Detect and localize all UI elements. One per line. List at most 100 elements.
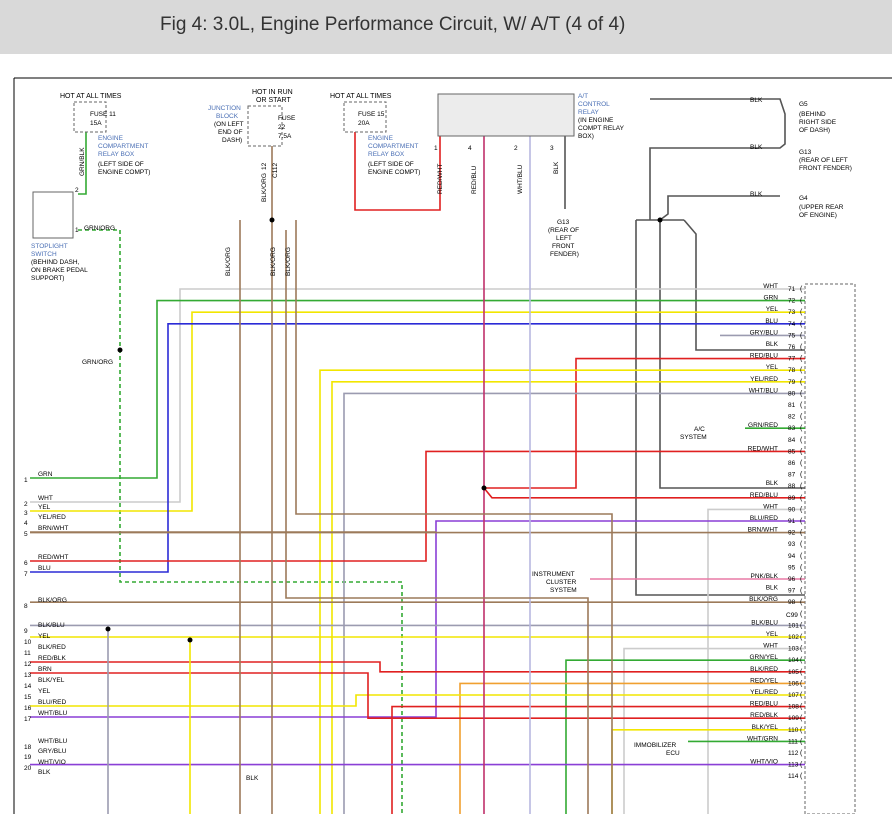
fuse-11-desc-1: ENGINE (98, 135, 124, 142)
right-pin-num: 88 (788, 483, 796, 490)
right-pin-terminal: ( (800, 530, 803, 537)
right-pin-wire: RED/BLK (750, 712, 778, 719)
page-title: Fig 4: 3.0L, Engine Performance Circuit,… (160, 14, 626, 35)
fuse-15-box (343, 101, 387, 133)
right-pin-terminal: ( (800, 657, 803, 664)
right-pin-num: 77 (788, 356, 796, 363)
right-pin-num: 98 (788, 599, 796, 606)
right-pin-terminal: ( (800, 321, 803, 328)
stoplight-loc-1: (BEHIND DASH, (31, 259, 80, 266)
wire-run-20 (623, 647, 805, 814)
right-pin-num: 85 (788, 448, 796, 455)
right-pin-terminal: ( (800, 738, 803, 745)
wire-run-1 (30, 288, 805, 503)
right-pin-terminal: ( (800, 344, 803, 351)
right-pin-num: 94 (788, 553, 796, 560)
right-pin-group: 71WHT(72GRN(73YEL(74BLU(75GRY/BLU(76BLK(… (747, 283, 803, 780)
g13-lower-4: FRONT (552, 243, 574, 250)
fuse-15-name: FUSE 15 (358, 111, 385, 118)
right-pin-terminal: ( (800, 727, 803, 734)
splice-ground (657, 217, 663, 223)
right-pin-num: 109 (788, 715, 799, 722)
right-pin-terminal: ( (800, 414, 803, 421)
fuse-15-rating: 20A (358, 120, 370, 127)
fuse-22-name: FUSE (278, 115, 296, 122)
wire-run-8 (331, 381, 805, 814)
g13-lower-1: G13 (557, 219, 570, 226)
wire-run-22 (30, 661, 805, 673)
wire-run-23 (459, 682, 805, 814)
right-pin-num: 86 (788, 460, 796, 467)
blk-org-vert-c: BLK/ORG (285, 247, 292, 276)
right-pin-terminal: ( (800, 495, 803, 502)
wire-ground-g5-g13 (649, 98, 786, 220)
right-pin-num: 92 (788, 530, 796, 537)
right-pin-num: 89 (788, 495, 796, 502)
right-pin-num: 71 (788, 286, 796, 293)
right-pin-wire: RED/BLU (750, 701, 778, 708)
fuse-11-name: FUSE 11 (90, 111, 116, 118)
left-pin-num: 13 (24, 672, 32, 679)
grn-blk-label: GRN/BLK (79, 147, 86, 176)
left-pin-num: 16 (24, 705, 32, 712)
right-pin-num: 101 (788, 622, 799, 629)
right-pin-wire: BRN/WHT (748, 527, 778, 534)
right-pin-terminal: ( (800, 332, 803, 339)
right-pin-wire: GRY/BLU (750, 329, 779, 336)
stoplight-title-2: SWITCH (31, 251, 57, 258)
wire-run-21 (565, 659, 805, 814)
right-pin-terminal: ( (800, 611, 803, 618)
relay-title-1: A/T (578, 93, 588, 100)
right-pin-num: 114 (788, 773, 799, 780)
left-pin-num: 11 (24, 650, 31, 657)
right-pin-wire: YEL/RED (750, 689, 778, 696)
right-pin-terminal: ( (800, 402, 803, 409)
left-pin-num: 8 (24, 603, 28, 610)
right-pin-num: 72 (788, 298, 796, 305)
g13-loc-1: (REAR OF LEFT (799, 157, 848, 164)
right-pin-terminal: ( (800, 425, 803, 432)
left-pin-wire: BRN (38, 666, 52, 673)
right-pin-terminal: ( (800, 356, 803, 363)
right-pin-wire: WHT (763, 283, 778, 290)
right-pin-num: 78 (788, 367, 796, 374)
instrument-cluster-1: INSTRUMENT (532, 571, 575, 578)
g4-wire-label: BLK (750, 191, 763, 198)
right-pin-num: 90 (788, 506, 796, 513)
wire-run-24 (30, 694, 805, 707)
left-pin-wire: WHT/BLU (38, 738, 68, 745)
wire-run-11 (30, 450, 805, 562)
right-pin-terminal: ( (800, 437, 803, 444)
fuse-11-hot-label: HOT AT ALL TIMES (60, 93, 122, 100)
fuse-11-loc-1: (LEFT SIDE OF (98, 161, 144, 168)
relay-wire-red-blu: RED/BLU (471, 166, 478, 194)
right-pin-num: 110 (788, 727, 799, 734)
stoplight-title-1: STOPLIGHT (31, 243, 68, 250)
pin-12-label: 12 (261, 162, 268, 170)
right-pin-terminal: ( (800, 646, 803, 653)
left-pin-wire: BLU/RED (38, 699, 66, 706)
left-pin-wire: GRN (38, 471, 53, 478)
stoplight-box (32, 191, 74, 239)
relay-wire-red-wht: RED/WHT (437, 164, 444, 194)
left-pin-wire: BLK/RED (38, 644, 66, 651)
blk-org-vert-b: BLK/ORG (270, 247, 277, 276)
grounds: G5 (BEHIND RIGHT SIDE OF DASH) G13 (REAR… (750, 97, 852, 219)
g13-lower-5: FENDER) (550, 251, 579, 258)
right-pin-terminal: ( (800, 483, 803, 490)
ac-system-2: SYSTEM (680, 434, 707, 441)
right-pin-wire: BLK/YEL (752, 724, 779, 731)
wire-blk-88 (659, 220, 805, 489)
wire-run-14 (30, 520, 805, 718)
left-pin-num: 1 (24, 477, 28, 484)
right-pin-terminal: ( (800, 704, 803, 711)
relay-box (437, 93, 575, 137)
right-pin-terminal: ( (800, 680, 803, 687)
right-pin-terminal: ( (800, 588, 803, 595)
right-pin-terminal: ( (800, 309, 803, 316)
fuse-22-hot-label-2: OR START (256, 97, 291, 104)
fuse-22-loc-3: DASH) (222, 137, 242, 144)
fuse-11-box (73, 101, 107, 133)
right-pin-num: 106 (788, 680, 799, 687)
right-pin-terminal: ( (800, 460, 803, 467)
